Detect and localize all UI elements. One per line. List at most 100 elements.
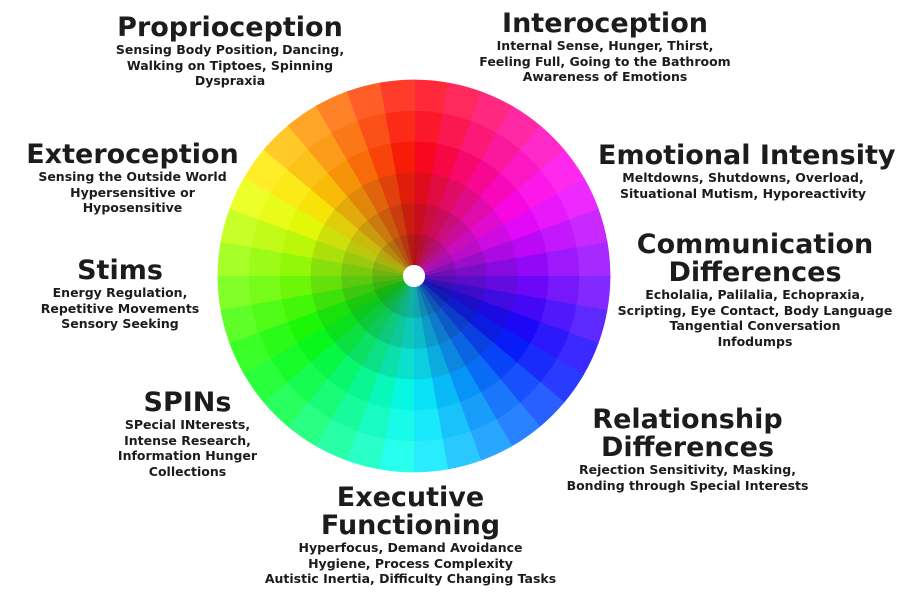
wheel-segment (346, 82, 387, 121)
wheel-segment (217, 274, 252, 311)
exteroception-section: Exteroception Sensing the Outside World … (20, 141, 245, 216)
wheel-segment (330, 391, 369, 432)
wheel-segment (378, 438, 414, 473)
executive-line: Hygiene, Process Complexity (308, 555, 513, 571)
wheel-segment (414, 233, 422, 266)
wheel-segment (482, 288, 517, 313)
wheel-segment (384, 408, 414, 442)
executive-line: Hyperfocus, Demand Avoidance (298, 540, 523, 555)
wheel-segment (310, 172, 349, 210)
wheel-segment (377, 312, 400, 345)
emotional-intensity-section: Emotional Intensity Meltdowns, Shutdowns… (598, 142, 895, 201)
wheel-segment (438, 338, 466, 374)
exteroception-title: Exteroception (26, 139, 239, 170)
interoception-title: Interoception (502, 8, 708, 39)
wheel-segment (316, 223, 352, 252)
wheel-segment (399, 234, 413, 266)
wheel-segment (445, 296, 478, 324)
wheel-segment (258, 192, 299, 231)
wheel-segment (361, 338, 390, 374)
wheel-segment (546, 276, 580, 306)
wheel-segment (481, 132, 522, 174)
communication-line: Scripting, Eye Contact, Body Language (617, 302, 893, 318)
wheel-segment (356, 401, 391, 440)
wheel-segment (437, 112, 472, 151)
wheel-segment (485, 257, 518, 277)
communication-differences-section: Communication Differences Echolalia, Pal… (610, 231, 897, 349)
communication-line: Infodumps (717, 333, 793, 349)
wheel-segment (421, 243, 447, 269)
wheel-segment (243, 357, 288, 403)
wheel-segment (515, 276, 549, 301)
wheel-segment (428, 207, 451, 240)
wheel-segment (287, 105, 333, 150)
wheel-segment (331, 120, 369, 160)
wheel-segment (345, 239, 378, 262)
stims-line: Sensory Seeking (61, 316, 179, 331)
wheel-segment (421, 283, 447, 309)
wheel-segment (424, 277, 456, 291)
spins-title: SPINs (143, 387, 232, 418)
wheel-segment (377, 207, 400, 240)
wheel-segment (334, 195, 368, 230)
wheel-segment (310, 275, 343, 295)
wheel-segment (413, 347, 433, 380)
wheel-segment (426, 344, 450, 379)
communication-line: Echolalia, Palilalia, Echopraxia, (645, 287, 865, 302)
wheel-segment (412, 438, 449, 473)
relationship-title: Differences (600, 432, 775, 463)
exteroception-line: Hyposensitive (82, 200, 183, 215)
spins-line: Collections (148, 463, 227, 479)
wheel-segment (389, 377, 414, 411)
executive-line: Autistic Inertia, Difficulty Changing Ta… (264, 571, 557, 586)
wheel-segment (424, 276, 457, 284)
wheel-segment (399, 286, 413, 318)
wheel-segment (569, 208, 608, 249)
wheel-segment (401, 202, 415, 235)
proprioception-section: Proprioception Sensing Body Position, Da… (110, 14, 350, 89)
wheel-segment (453, 251, 487, 270)
wheel-segment (540, 219, 578, 254)
wheel-segment (420, 315, 439, 349)
wheel-segment (346, 331, 378, 366)
wheel-segment (576, 241, 611, 278)
wheel-segment (367, 373, 397, 409)
wheel-segment (413, 377, 438, 411)
wheel-segment (311, 288, 346, 312)
wheel-segment (378, 173, 402, 208)
wheel-segment (350, 228, 383, 256)
executive-title: Executive (336, 482, 485, 513)
wheel-segment (422, 281, 451, 304)
exteroception-line: Sensing the Outside World (38, 169, 227, 184)
wheel-segment (455, 276, 488, 290)
wheel-segment (511, 229, 547, 259)
wheel-segment (440, 220, 471, 250)
wheel-segment (326, 354, 363, 393)
wheel-segment (516, 343, 558, 384)
wheel-segment (434, 308, 461, 340)
spins-line: Information Hunger (117, 448, 258, 463)
wheel-segment (511, 293, 547, 323)
communication-line: Tangential Conversation (669, 318, 841, 333)
wheel-segment (371, 275, 404, 284)
wheel-segment (476, 224, 512, 252)
wheel-segment (324, 208, 359, 240)
wheel-segment (377, 281, 406, 304)
color-wheel-segments (217, 79, 611, 473)
wheel-segment (414, 141, 439, 175)
wheel-segment (389, 203, 408, 237)
wheel-segment (450, 186, 482, 221)
wheel-segment (296, 327, 335, 363)
wheel-segment (220, 303, 259, 344)
wheel-segment (250, 218, 289, 253)
proprioception-line: Walking on Tiptoes, Spinning (126, 57, 334, 73)
wheel-segment (367, 143, 397, 179)
wheel-segment (414, 110, 444, 144)
interoception-line: Internal Sense, Hunger, Thirst, (496, 38, 714, 53)
wheel-segment (440, 302, 470, 333)
interoception-line: Feeling Full, Going to the Bathroom (479, 53, 731, 69)
wheel-segment (449, 331, 481, 367)
wheel-segment (371, 268, 404, 276)
wheel-segment (465, 159, 502, 198)
wheel-segment (413, 317, 427, 350)
